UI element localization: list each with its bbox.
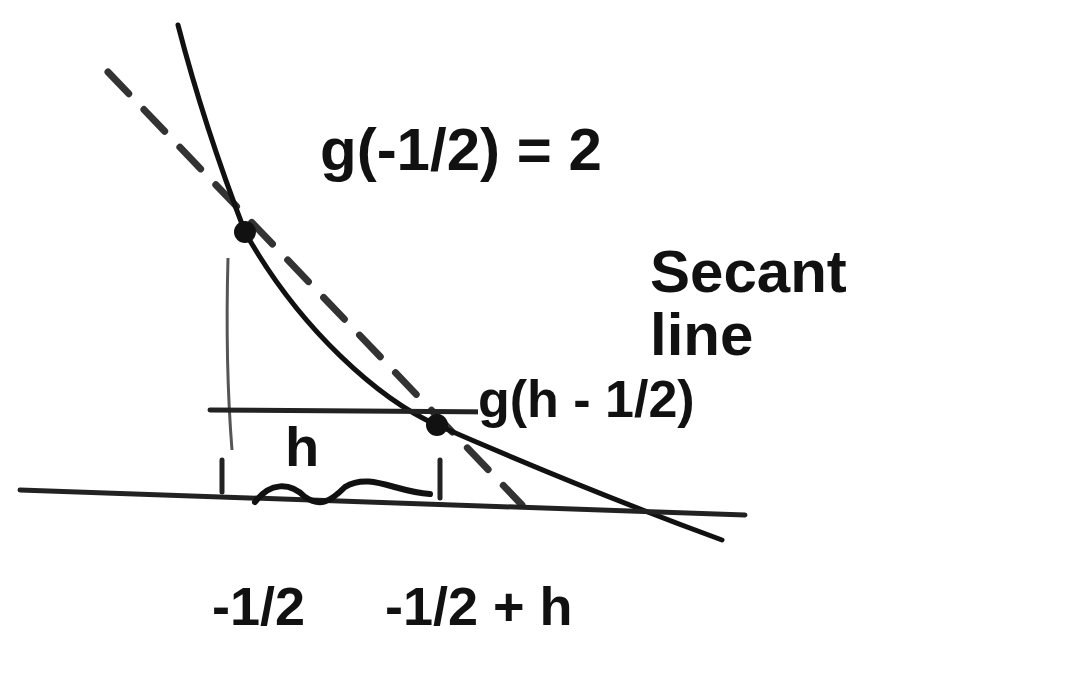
vertical-axis bbox=[227, 258, 232, 450]
point-label: g(h - 1/2) bbox=[478, 372, 695, 427]
number-line bbox=[20, 490, 745, 515]
axis-label: -1/2 bbox=[212, 578, 305, 635]
point-label: g(-1/2) = 2 bbox=[320, 118, 602, 181]
horizontal-axis bbox=[210, 410, 500, 412]
function-curve bbox=[178, 25, 722, 540]
tick-mark bbox=[220, 460, 225, 492]
axis-label: -1/2 + h bbox=[385, 578, 573, 635]
point-dot bbox=[234, 221, 256, 243]
interval-label: h bbox=[285, 418, 319, 477]
line-label: Secant line bbox=[650, 240, 890, 366]
tick-mark bbox=[438, 460, 443, 498]
interval-brace bbox=[255, 481, 430, 502]
point-dot bbox=[426, 414, 448, 436]
